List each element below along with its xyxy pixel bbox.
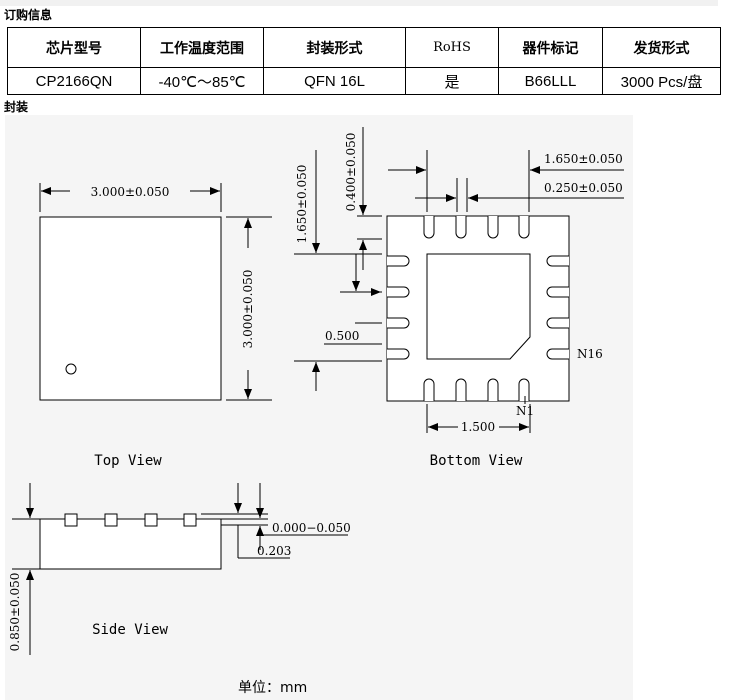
bottom-view-label: Bottom View [430,453,523,469]
right-pads [546,255,569,360]
table-header-row: 芯片型号 工作温度范围 封装形式 RoHS 器件标记 发货形式 [7,27,721,68]
header-marking: 器件标记 [498,27,603,68]
lead-dim: 0.203 [257,544,291,558]
pin-n16-label: N16 [577,347,603,361]
right-offset-dim: 1.650±0.050 [544,152,623,166]
pitch-dim: 0.500 [325,329,359,343]
top-pads [423,216,530,239]
pin-n1-label: N1 [516,404,534,418]
pin1-dot [65,363,77,375]
ordering-table: 芯片型号 工作温度范围 封装形式 RoHS 器件标记 发货形式 CP2166QN… [7,27,721,95]
cell-temp-range: -40℃～85℃ [140,67,264,95]
pad-width-dim: 0.250±0.050 [544,181,623,195]
cell-chip-model: CP2166QN [7,67,141,95]
side-height-dim: 0.850±0.050 [8,573,22,652]
header-shipping: 发货形式 [602,27,721,68]
cell-marking: B66LLL [498,67,603,95]
pad-length-dim: 0.400±0.050 [344,133,358,212]
top-view-label: Top View [94,453,162,469]
side-view [12,483,348,655]
bottom-pads [423,378,530,401]
epad-dim: 1.500 [461,420,495,434]
top-width-dim: 3.000±0.050 [91,185,170,199]
exposed-pad [426,253,531,360]
ordering-info-title: 订购信息 [4,8,53,22]
side-view-label: Side View [92,622,168,638]
header-chip-model: 芯片型号 [7,27,141,68]
package-title: 封装 [4,100,29,114]
top-height-dim: 3.000±0.050 [241,270,255,349]
bottom-view-body [386,215,570,402]
top-view [39,183,272,401]
cell-rohs: 是 [405,67,499,95]
unit-label: 单位：mm [238,680,308,696]
side-view-body [39,518,222,570]
header-temp-range: 工作温度范围 [140,27,264,68]
pad-offset-dim: 1.650±0.050 [295,165,309,244]
bottom-view [294,127,624,433]
table-row: CP2166QN -40℃～85℃ QFN 16L 是 B66LLL 3000 … [7,67,721,95]
standoff-dim: 0.000−0.050 [272,521,351,535]
cell-shipping: 3000 Pcs/盘 [602,67,721,95]
package-drawing-area [5,115,633,700]
header-rohs: RoHS [405,27,499,68]
left-pads [387,255,410,360]
top-strip [0,0,718,6]
